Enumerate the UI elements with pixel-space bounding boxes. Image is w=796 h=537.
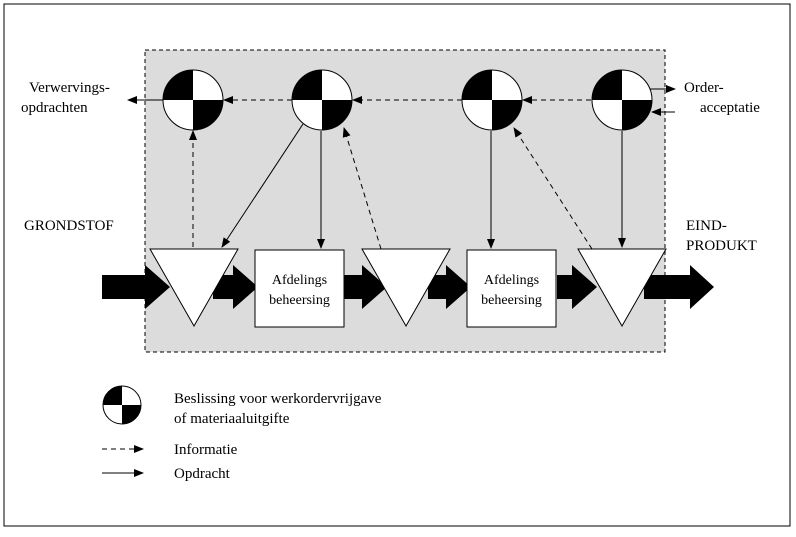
- flow-arrow-4: [557, 265, 597, 309]
- material-flow: [102, 265, 714, 309]
- decision-2: [291, 69, 353, 131]
- legend-information-label: Informatie: [174, 442, 238, 458]
- flow-arrow-input: [102, 265, 170, 309]
- decision-4-quadrant-tl: [592, 70, 622, 100]
- process-box-1-line-2: beheersing: [269, 293, 330, 308]
- process-box-2: [466, 249, 557, 328]
- legend: Beslissing voor werkordervrijgave of mat…: [102, 385, 382, 482]
- decision-1-quadrant-tl: [163, 70, 193, 100]
- inventory-triangle-3: [577, 248, 667, 328]
- process-box-1: [254, 249, 345, 328]
- legend-decision-line-1: Beslissing voor werkordervrijgave: [174, 391, 382, 407]
- decision-4-quadrant-br: [622, 100, 652, 130]
- order-flows: [127, 85, 676, 249]
- process-box-2-line-1: Afdelings: [484, 273, 539, 288]
- flow-arrow-3: [428, 265, 471, 309]
- decision-3-quadrant-tl: [462, 70, 492, 100]
- decision-1-quadrant-br: [193, 100, 223, 130]
- order-arrow-decision2-to-triangle1: [221, 123, 304, 248]
- decision-1: [162, 69, 224, 131]
- output-label-line-1: EIND-: [686, 218, 727, 234]
- flow-arrow-2: [344, 265, 387, 309]
- output-label-line-2: PRODUKT: [686, 238, 757, 254]
- info-arrow-triangle2-to-decision2: [342, 127, 382, 250]
- decision-2-quadrant-tl: [292, 70, 322, 100]
- flow-arrow-output: [644, 265, 714, 309]
- legend-order-label: Opdracht: [174, 466, 231, 482]
- right-input-label-line-2: acceptatie: [700, 100, 760, 116]
- inventory-points: [149, 248, 667, 328]
- legend-decision-line-2: of materiaaluitgifte: [174, 411, 290, 427]
- legend-decision-icon: [102, 385, 142, 425]
- process-box-2-line-2: beheersing: [481, 293, 542, 308]
- input-label: GRONDSTOF: [24, 218, 114, 234]
- process-boxes: Afdelings beheersing Afdelings beheersin…: [254, 249, 557, 328]
- information-flows: [189, 96, 593, 250]
- right-input-label-line-1: Order-: [684, 80, 724, 96]
- decision-3-quadrant-br: [492, 100, 522, 130]
- decision-4: [591, 69, 653, 131]
- flow-arrow-1: [213, 265, 258, 309]
- left-output-label-line-2: opdrachten: [21, 100, 88, 116]
- inventory-triangle-2: [361, 248, 451, 328]
- decision-2-quadrant-br: [322, 100, 352, 130]
- process-box-1-line-1: Afdelings: [272, 273, 327, 288]
- info-arrow-triangle3-to-decision3: [513, 127, 593, 250]
- inventory-triangle-1: [149, 248, 239, 328]
- left-output-label-line-1: Verwervings-: [29, 80, 110, 96]
- decision-3: [461, 69, 523, 131]
